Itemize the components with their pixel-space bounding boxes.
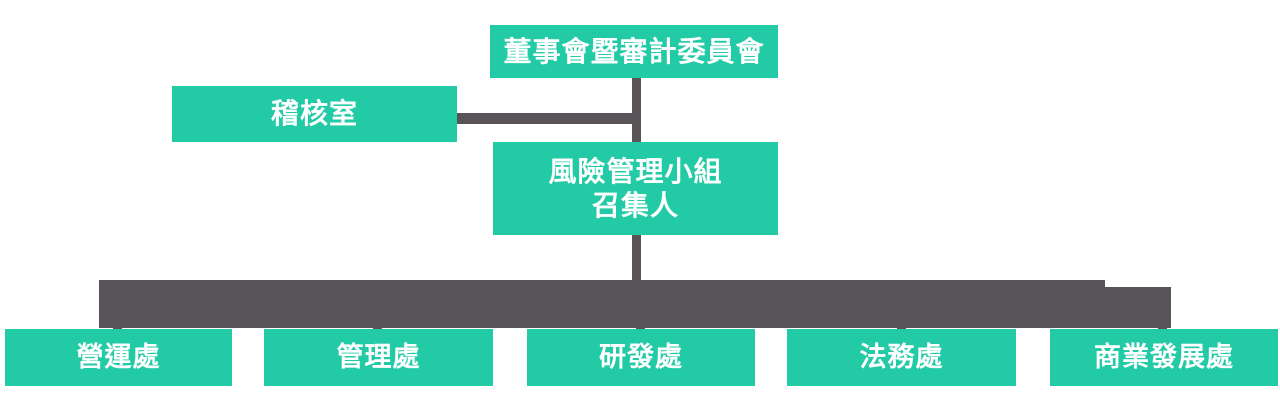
node-audit-office[interactable]: 稽核室 — [172, 86, 457, 142]
node-business-development-label: 商業發展處 — [1094, 341, 1234, 372]
connector-stub-admin — [373, 322, 382, 332]
node-legal-label: 法務處 — [859, 341, 944, 372]
node-administration-label: 管理處 — [336, 341, 421, 372]
node-board-and-audit-committee[interactable]: 董事會暨審計委員會 — [490, 25, 778, 78]
node-legal-division[interactable]: 法務處 — [787, 329, 1016, 386]
connector-stub-rd — [636, 322, 645, 332]
connector-board-to-risk — [632, 72, 641, 148]
node-administration-division[interactable]: 管理處 — [264, 329, 493, 386]
node-audit-label: 稽核室 — [270, 98, 358, 130]
node-board-label: 董事會暨審計委員會 — [503, 35, 765, 67]
connector-stub-ops — [113, 322, 122, 332]
node-research-development-division[interactable]: 研發處 — [527, 329, 755, 386]
connector-bus-bar-extension — [99, 287, 1171, 328]
node-business-development-division[interactable]: 商業發展處 — [1050, 329, 1278, 386]
node-risk-management-convener[interactable]: 風險管理小組 召集人 — [493, 142, 778, 235]
connector-stub-bizdev — [1158, 322, 1167, 332]
connector-risk-to-bus — [632, 230, 641, 286]
connector-board-to-audit — [452, 113, 641, 124]
node-risk-label-line2: 召集人 — [591, 189, 679, 221]
connector-stub-legal — [897, 322, 906, 332]
node-research-development-label: 研發處 — [599, 341, 683, 372]
node-operations-label: 營運處 — [76, 341, 161, 372]
node-operations-division[interactable]: 營運處 — [5, 329, 232, 386]
node-risk-label-line1: 風險管理小組 — [548, 156, 723, 188]
